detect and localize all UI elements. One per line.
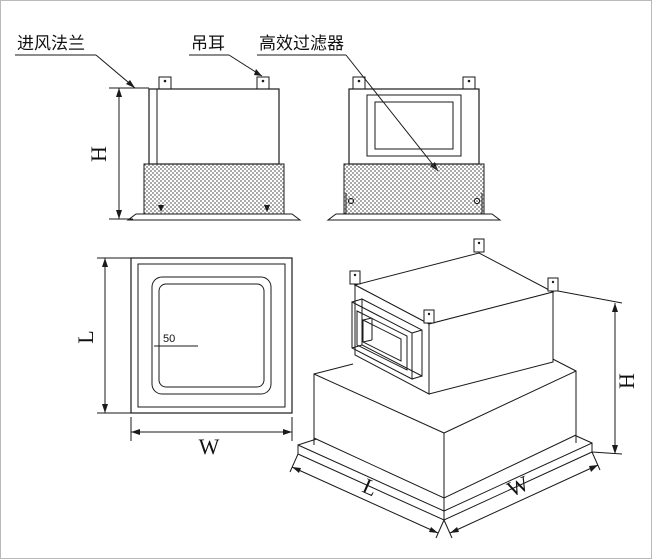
bottom-flange bbox=[326, 213, 502, 221]
flange-connector bbox=[411, 329, 423, 334]
arrowhead-icon bbox=[131, 429, 140, 435]
lifting-lug bbox=[349, 270, 361, 285]
extension-line bbox=[557, 290, 623, 304]
opening-frame-inner bbox=[158, 283, 265, 388]
front-view-right bbox=[326, 76, 502, 221]
opening-flange-inner bbox=[356, 310, 408, 371]
housing-outline bbox=[137, 263, 286, 408]
leader-hepa-filter bbox=[345, 54, 439, 172]
extension-line bbox=[591, 451, 601, 471]
opening-flange-outer bbox=[351, 301, 413, 380]
flange-outline bbox=[130, 257, 293, 414]
opening-depth-line bbox=[362, 317, 373, 321]
dimension-line bbox=[291, 466, 439, 534]
arrowhead-icon bbox=[102, 404, 108, 413]
plenum-box bbox=[148, 88, 280, 165]
drain-mark bbox=[264, 205, 270, 212]
lifting-lug bbox=[473, 238, 485, 253]
arrowhead-icon bbox=[116, 88, 122, 97]
bottom-lug-hole bbox=[473, 197, 481, 205]
label-lifting-lug: 吊耳 bbox=[191, 34, 225, 53]
bottom-lug-hole bbox=[347, 197, 355, 205]
extension-line bbox=[443, 519, 453, 539]
extension-line bbox=[591, 451, 623, 455]
arrowhead-icon bbox=[254, 69, 262, 76]
lug-hole bbox=[551, 280, 555, 284]
lug-hole bbox=[477, 241, 481, 245]
opening-depth-line bbox=[362, 339, 373, 343]
flange-connector bbox=[351, 298, 363, 303]
lifting-lug bbox=[423, 309, 435, 324]
h-dimension-iso: H bbox=[557, 290, 639, 455]
front-view-left bbox=[126, 76, 302, 221]
lug-hole bbox=[163, 79, 167, 83]
arrowhead-icon bbox=[612, 303, 618, 312]
opening-frame-outer bbox=[151, 276, 272, 395]
dimension-line bbox=[449, 464, 599, 534]
plan-view: 50 bbox=[130, 257, 293, 414]
dim-h-iso: H bbox=[614, 373, 639, 389]
flange-connector bbox=[411, 375, 423, 380]
lug-hole bbox=[357, 79, 361, 83]
w-dimension-plan: W bbox=[130, 417, 293, 459]
lug-hole bbox=[353, 273, 357, 277]
label-inlet-flange: 进风法兰 bbox=[17, 34, 85, 53]
flange-connector bbox=[351, 344, 363, 349]
bottom-flange bbox=[126, 213, 302, 221]
lifting-lug bbox=[547, 277, 559, 292]
arrowhead-icon bbox=[292, 467, 301, 473]
lifting-lug-left bbox=[158, 76, 172, 90]
dim-w-plan: W bbox=[199, 434, 220, 459]
h-dimension-front: H bbox=[86, 87, 149, 220]
arrowhead-icon bbox=[450, 527, 459, 533]
dim-h-front: H bbox=[86, 146, 111, 162]
extension-line bbox=[289, 453, 299, 473]
lifting-lug-right bbox=[256, 76, 270, 90]
lug-hole bbox=[467, 79, 471, 83]
l-dimension-plan: L bbox=[73, 257, 133, 414]
inlet-opening-inner bbox=[374, 101, 454, 150]
filter-media-hatched bbox=[343, 163, 485, 215]
lug-hole bbox=[427, 312, 431, 316]
inlet-opening-outer bbox=[366, 94, 462, 157]
lifting-lug-right bbox=[462, 76, 476, 90]
iso-lifting-lugs bbox=[349, 238, 559, 324]
arrowhead-icon bbox=[612, 445, 618, 454]
plenum-box bbox=[348, 88, 480, 165]
lifting-lug-left bbox=[352, 76, 366, 90]
lug-hole bbox=[261, 79, 265, 83]
dim-l-plan: L bbox=[73, 330, 98, 343]
housing-back-rim bbox=[313, 363, 354, 375]
arrowhead-icon bbox=[116, 210, 122, 219]
arrowhead-icon bbox=[102, 258, 108, 267]
drain-mark bbox=[158, 205, 164, 212]
isometric-view bbox=[297, 238, 593, 521]
arrowhead-icon bbox=[589, 465, 598, 472]
plenum-right-face bbox=[428, 291, 554, 395]
extension-line bbox=[435, 519, 445, 539]
filter-media-hatched bbox=[143, 163, 285, 215]
arrowhead-icon bbox=[283, 429, 292, 435]
arrowhead-icon bbox=[429, 527, 438, 533]
arrowhead-icon bbox=[126, 80, 135, 88]
opening-hole bbox=[362, 319, 402, 362]
label-hepa-filter: 高效过滤器 bbox=[259, 34, 344, 53]
dim-50: 50 bbox=[163, 333, 175, 345]
